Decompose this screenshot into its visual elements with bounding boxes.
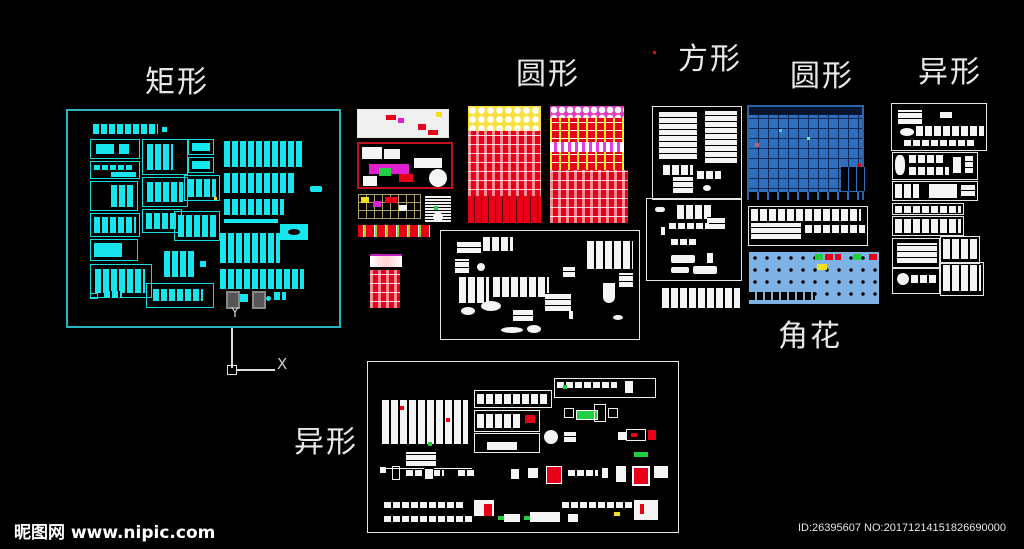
irregular-sheet-8[interactable] — [892, 268, 940, 294]
irregular-sheet-7[interactable] — [940, 236, 980, 264]
ucs-x-axis-line — [237, 369, 275, 371]
marker-dot — [653, 51, 656, 54]
irregular-sheet-3[interactable] — [892, 181, 978, 201]
round-big-sheet-3[interactable] — [550, 170, 628, 223]
watermark: 昵图网 www.nipic.com — [14, 518, 215, 543]
rectangle-drawing-frame[interactable]: Y — [66, 109, 341, 328]
rect-right-cluster-2 — [224, 173, 294, 193]
rect-right-cluster-6 — [274, 292, 286, 300]
rect-cluster-a — [164, 251, 196, 277]
rect-block — [162, 127, 167, 132]
image-id-text: ID:26395607 NO:20171214151826690000 — [798, 522, 1006, 534]
irregular-sheet-2[interactable] — [892, 152, 978, 180]
rect-subframe-10 — [188, 139, 214, 155]
rect-right-cluster-5 — [220, 269, 304, 289]
rect-yellow-dot — [214, 197, 217, 200]
label-square: 方形 — [678, 42, 742, 77]
ucs-y-axis-line — [231, 328, 233, 368]
round-white-strip-sheet[interactable] — [748, 206, 868, 246]
irregular-sheet-9[interactable] — [940, 262, 984, 296]
label-rectangle: 矩形 — [145, 65, 209, 100]
watermark-url: www.nipic.com — [70, 523, 216, 543]
irreg-text-block — [382, 400, 468, 444]
rect-oval-panel — [280, 224, 308, 240]
irregular-large-sheet[interactable] — [367, 361, 679, 533]
rect-subframe-2 — [90, 161, 140, 179]
irregular-sheet-5[interactable] — [892, 216, 964, 236]
rect-subframe-13 — [174, 211, 220, 241]
rect-subframe-1 — [90, 139, 140, 159]
round-sheet-top-left[interactable] — [357, 109, 449, 138]
round-blue-sheet[interactable] — [747, 105, 865, 200]
rect-header-strip — [93, 124, 158, 134]
round-sheet-mid-left[interactable] — [357, 142, 453, 189]
square-sheet-top[interactable] — [652, 106, 742, 200]
irregular-sheet-1[interactable] — [891, 103, 987, 151]
irreg-row-1 — [378, 466, 674, 488]
rect-right-strip — [224, 219, 278, 223]
rect-grey-block-1 — [226, 291, 240, 309]
corner-flower-sheet[interactable] — [749, 252, 879, 304]
square-sheet-bottom[interactable] — [646, 198, 742, 281]
label-round-1: 圆形 — [516, 57, 580, 92]
rect-subframe-8 — [142, 177, 188, 207]
irreg-row-2 — [378, 500, 674, 528]
rect-subframe-6 — [90, 264, 152, 298]
ucs-x-letter: X — [277, 355, 288, 373]
label-corner-flower: 角花 — [778, 319, 842, 354]
irregular-sheet-6[interactable] — [892, 238, 940, 268]
label-irregular-2: 异形 — [294, 425, 358, 460]
rect-cyan-square — [240, 294, 248, 302]
label-round-2: 圆形 — [790, 59, 854, 94]
watermark-site-name: 昵图网 — [14, 523, 65, 543]
round-small-red-grid[interactable] — [370, 270, 400, 308]
rect-far-right-bar — [310, 186, 322, 192]
rect-grey-block-2 — [252, 291, 266, 309]
rect-right-cluster-1 — [224, 141, 302, 167]
rect-subframe-9 — [142, 209, 182, 233]
rect-dot — [266, 296, 271, 301]
rect-subframe-7 — [142, 139, 188, 175]
square-strip-bottom[interactable] — [662, 288, 740, 308]
rect-cluster-b — [198, 259, 208, 269]
round-strip-red[interactable] — [358, 225, 430, 237]
label-irregular-1: 异形 — [918, 55, 982, 90]
rect-subframe-14 — [146, 283, 214, 308]
ucs-y-letter: Y — [231, 306, 239, 321]
round-big-sheet-2[interactable] — [550, 106, 624, 170]
rect-small-box — [90, 293, 98, 299]
round-white-symbol-sheet[interactable] — [440, 230, 640, 340]
rect-subframe-11 — [188, 157, 214, 173]
round-sheet-grid-left[interactable] — [358, 194, 421, 219]
irregular-sheet-4[interactable] — [892, 203, 964, 215]
rect-subframe-12 — [184, 175, 220, 201]
rect-right-cluster-3 — [224, 199, 284, 215]
rect-right-cluster-4 — [220, 233, 280, 263]
round-big-sheet-1[interactable] — [468, 106, 541, 223]
rect-small-strip — [104, 291, 122, 298]
round-sheet-small-pattern[interactable] — [425, 196, 451, 222]
rect-subframe-5 — [90, 239, 138, 261]
ucs-origin-box — [227, 365, 237, 375]
rect-subframe-4 — [90, 213, 140, 237]
rect-subframe-3 — [90, 181, 138, 211]
round-small-swatch[interactable] — [370, 254, 402, 267]
